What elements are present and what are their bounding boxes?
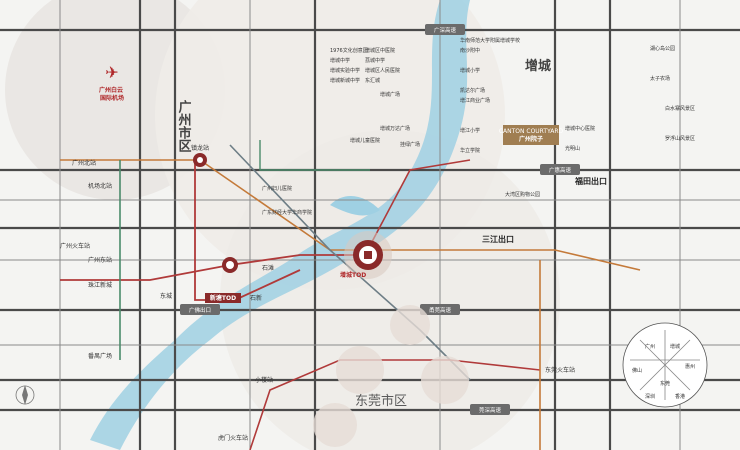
- project-badge: CANTON COURTYARD 广州院子: [499, 125, 564, 145]
- station-guangzhou-north: 广州北站: [72, 159, 96, 167]
- river: [90, 0, 470, 450]
- project-subtitle: CANTON COURTYARD: [499, 128, 564, 135]
- poi-7: 增城区人民医院: [365, 67, 400, 74]
- station-airport-north: 机场北站: [88, 182, 112, 190]
- road-label-guanfo: 广佛出口: [189, 306, 211, 314]
- poi-9: 南沙附中: [460, 47, 480, 54]
- poi-5: 增城区中医院: [365, 47, 395, 54]
- station-humen: 虎门火车站: [218, 434, 248, 442]
- lake: [330, 195, 380, 216]
- road-label-guangshen: 广深高速: [434, 26, 457, 34]
- zengcheng-tod: 增城TOD: [340, 231, 392, 279]
- poi-24: 增城中心医院: [565, 125, 595, 132]
- landmarks: 湖心岛公园 太子农场 白水寨风景区 罗浮山风景区: [650, 45, 695, 142]
- poi-19: 增江商业广场: [460, 97, 490, 104]
- poi-17: 东汇城: [365, 77, 380, 84]
- xintang-tod: 新塘TOD: [205, 257, 241, 303]
- airport-label: 广州白云 国际机场: [99, 86, 125, 102]
- town-halos: [313, 305, 469, 447]
- station-zhujiang-xincheng: 珠江新城: [88, 281, 112, 289]
- landmark-2: 太子农场: [650, 75, 670, 82]
- project-name: 广州院子: [519, 135, 543, 143]
- inset-label-7: 香港: [675, 393, 685, 400]
- poi-16: 增城小学: [460, 67, 480, 74]
- poi-4: 增城新城中学: [330, 77, 360, 84]
- airport-line-2: 国际机场: [100, 94, 124, 102]
- station-guangzhou: 广州火车站: [60, 242, 90, 250]
- landmark-1: 湖心岛公园: [650, 45, 675, 52]
- poi-15: 华立学院: [460, 147, 480, 154]
- inset-label-4: 东莞: [660, 380, 670, 387]
- airplane-icon: ✈: [105, 63, 118, 82]
- district-dongguan: 东莞市区: [355, 393, 407, 409]
- poi-10: 增城广场: [380, 91, 400, 98]
- poi-8: 华南师范大学附属增城学校: [460, 37, 520, 44]
- landmark-4: 罗浮山风景区: [665, 135, 695, 142]
- station-guangzhou-east: 广州东站: [88, 256, 112, 264]
- poi-12: 增城万达广场: [380, 125, 410, 132]
- inset-label-2: 增城: [670, 343, 680, 350]
- poi-21: 广东财经大学华商学院: [262, 209, 312, 216]
- inset-label-6: 深圳: [645, 393, 655, 400]
- inset-map: 广州 增城 惠州 东莞 佛山 深圳 香港: [622, 322, 708, 408]
- zengcheng-tod-label: 增城TOD: [340, 271, 366, 279]
- poi-cluster: 1976文化创意园 增城中学 增城实验中学 增城新城中学 增城区中医院 荔城中学…: [262, 37, 595, 216]
- station-xiaolou: 小楼站: [255, 376, 273, 384]
- poi-20: 广州妇儿医院: [262, 185, 292, 192]
- road-badges: 广深高速 广惠高速 甬莞高速 莞深高速 广佛出口: [180, 24, 580, 415]
- station-shixin: 石新: [250, 294, 262, 302]
- exit-fuhui: 福田出口: [574, 176, 607, 186]
- landmark-3: 白水寨风景区: [665, 105, 695, 112]
- poi-2: 增城中学: [330, 57, 350, 64]
- inset-label-1: 广州: [645, 343, 655, 350]
- exit-sanjiang: 三江出口: [482, 234, 514, 244]
- poi-11: 增城儿童医院: [350, 137, 380, 144]
- inset-label-5: 佛山: [632, 367, 642, 374]
- poi-18: 凯达尔广场: [460, 87, 485, 94]
- station-zhenlong: 镇龙站: [191, 144, 209, 152]
- poi-1: 1976文化创意园: [330, 47, 368, 54]
- road-label-guanghui: 广惠高速: [549, 166, 572, 174]
- airport-line-1: 广州白云: [99, 86, 123, 94]
- inset-label-3: 惠州: [685, 363, 695, 370]
- district-guangzhou: 广州市区: [176, 99, 193, 153]
- poi-13: 挂绿广场: [400, 141, 420, 148]
- poi-23: 大湾区购物公园: [505, 191, 540, 198]
- poi-3: 增城实验中学: [330, 67, 360, 74]
- road-label-yongwu: 甬莞高速: [429, 306, 452, 314]
- district-zengcheng: 增城: [525, 58, 551, 74]
- station-dongcheng: 东城: [160, 292, 172, 300]
- road-label-guanshan: 莞深高速: [479, 406, 502, 414]
- compass: [15, 385, 35, 405]
- poi-14: 增江小学: [460, 127, 480, 134]
- station-dongguan-east: 东莞火车站: [545, 366, 575, 374]
- station-panyu-square: 番禺广场: [88, 352, 112, 360]
- poi-6: 荔城中学: [365, 57, 385, 64]
- xintang-tod-label: 新塘TOD: [210, 294, 236, 302]
- station-shitan: 石滩: [262, 264, 274, 272]
- poi-22: 光明山: [565, 145, 580, 152]
- radius-circle-dongguan: [220, 130, 560, 450]
- stations: 镇龙站 广州北站 机场北站 广州火车站 广州东站 珠江新城 番禺广场 石滩 石新…: [60, 144, 575, 442]
